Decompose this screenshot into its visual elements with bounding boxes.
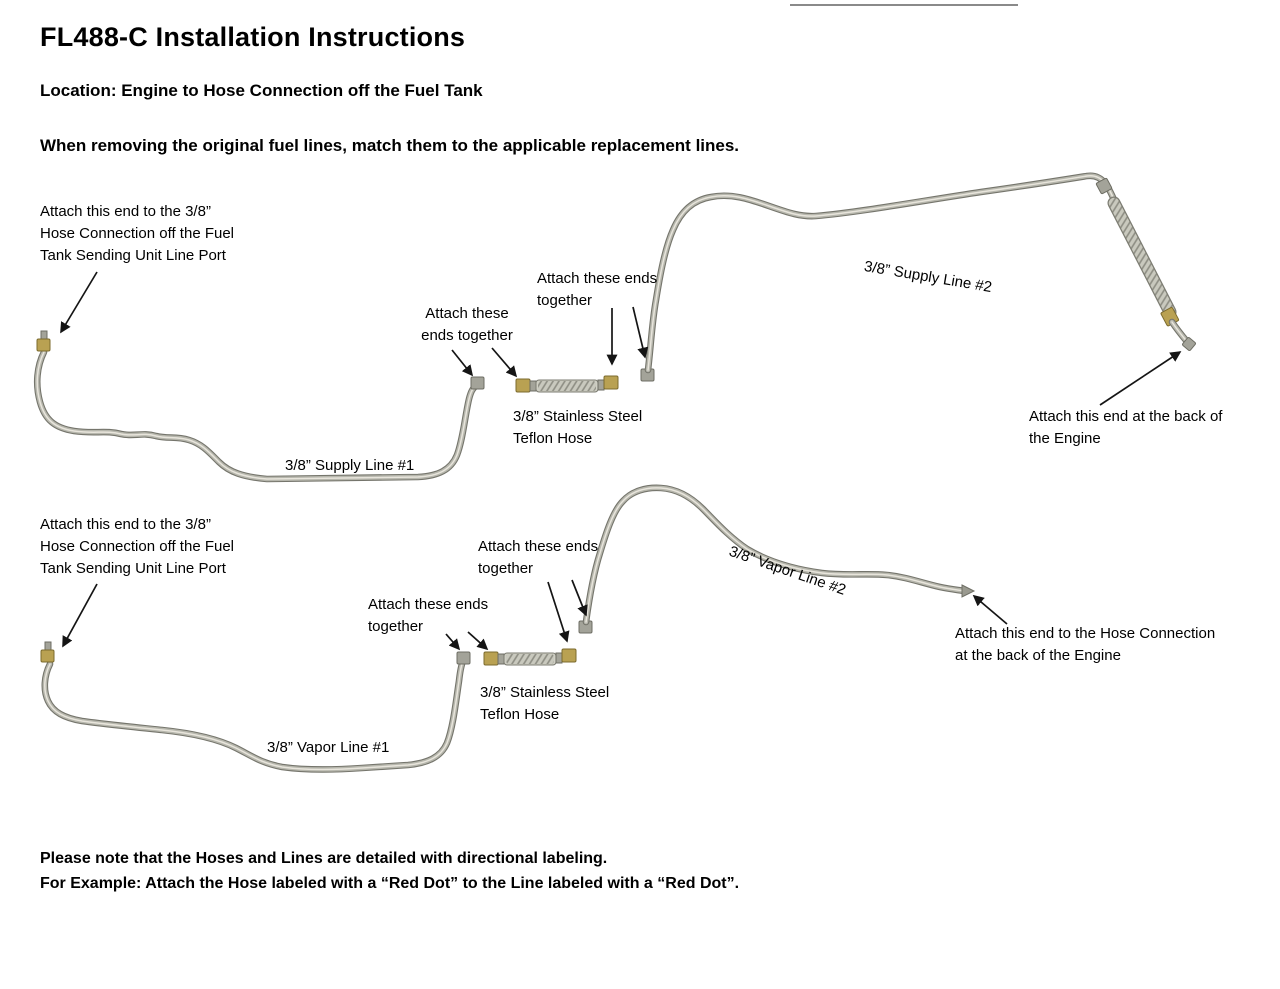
annotation-arrows [60,271,1182,651]
supply-hose-right-collar [597,379,605,391]
vapor-line-2-engine-tip [961,584,976,598]
arrow-supply-join-right-b [632,306,649,359]
arrow-vapor-join-right-a [547,581,570,643]
vapor-engine-end-label: Attach this end to the Hose Connection a… [955,625,1216,664]
vapor-line-1 [40,641,471,769]
arrow-vapor-engine-end [972,594,1008,625]
instruction-line: When removing the original fuel lines, m… [40,136,740,155]
footer-note-line-2: For Example: Attach the Hose labeled wit… [40,875,740,892]
footer-note-line-1: Please note that the Hoses and Lines are… [40,850,608,867]
engine-end-tip [1182,337,1196,351]
vapor-ends-together-left-label: Attach these ends together [368,596,489,635]
vapor-hose-right-collar [555,652,563,664]
supply-line-1-tank-fitting [36,338,51,352]
supply-line-1 [36,330,485,479]
supply-hose-braid [538,381,596,391]
vapor-line-1-tank-fitting [40,649,55,663]
supply-engine-end-label: Attach this end at the back of the Engin… [1029,408,1223,447]
vapor-hose-left-collar [497,653,505,665]
supply-ends-together-right-label: Attach these ends together [537,270,658,309]
scan-artifact-line [790,0,1018,6]
supply-hose-right-nut [603,375,619,390]
arrow-supply-join-left-b [491,347,518,378]
supply-line-2-braid-connector [1095,177,1113,195]
vapor-line-1-label: 3/8” Vapor Line #1 [267,739,390,756]
arrow-supply-tank-end [60,271,98,334]
arrow-vapor-join-left-a [445,633,461,651]
engine-braid-hose [1108,197,1176,318]
supply-line-2 [640,176,1196,382]
vapor-line-2 [578,488,976,634]
supply-tank-end-label: Attach this end to the 3/8” Hose Connect… [40,203,235,264]
vapor-hose-right-nut [561,648,577,663]
supply-hose-label: 3/8” Stainless Steel Teflon Hose [513,408,643,447]
supply-hose-left-nut [515,378,531,393]
supply-ends-together-left-label: Attach these ends together [421,305,513,344]
page-title: FL488-C Installation Instructions [40,22,466,52]
vapor-hose-label: 3/8” Stainless Steel Teflon Hose [480,684,610,723]
vapor-hose-braid [506,654,554,664]
supply-hose-left-collar [529,380,537,392]
vapor-line-1-hose-fitting [456,651,471,665]
vapor-teflon-hose [483,648,577,666]
arrow-vapor-join-left-b [467,631,489,651]
supply-teflon-hose [515,375,619,393]
arrow-vapor-tank-end [62,583,98,648]
arrow-supply-engine-end [1099,351,1182,406]
vapor-tank-end-label: Attach this end to the 3/8” Hose Connect… [40,516,235,577]
arrow-supply-join-left-a [451,349,474,377]
location-subtitle: Location: Engine to Hose Connection off … [40,81,483,100]
arrow-vapor-join-right-b [571,579,588,617]
vapor-hose-left-nut [483,651,499,666]
vapor-ends-together-right-label: Attach these ends together [478,538,599,577]
supply-line-1-label: 3/8” Supply Line #1 [285,457,415,474]
supply-line-1-hose-fitting [470,376,485,390]
